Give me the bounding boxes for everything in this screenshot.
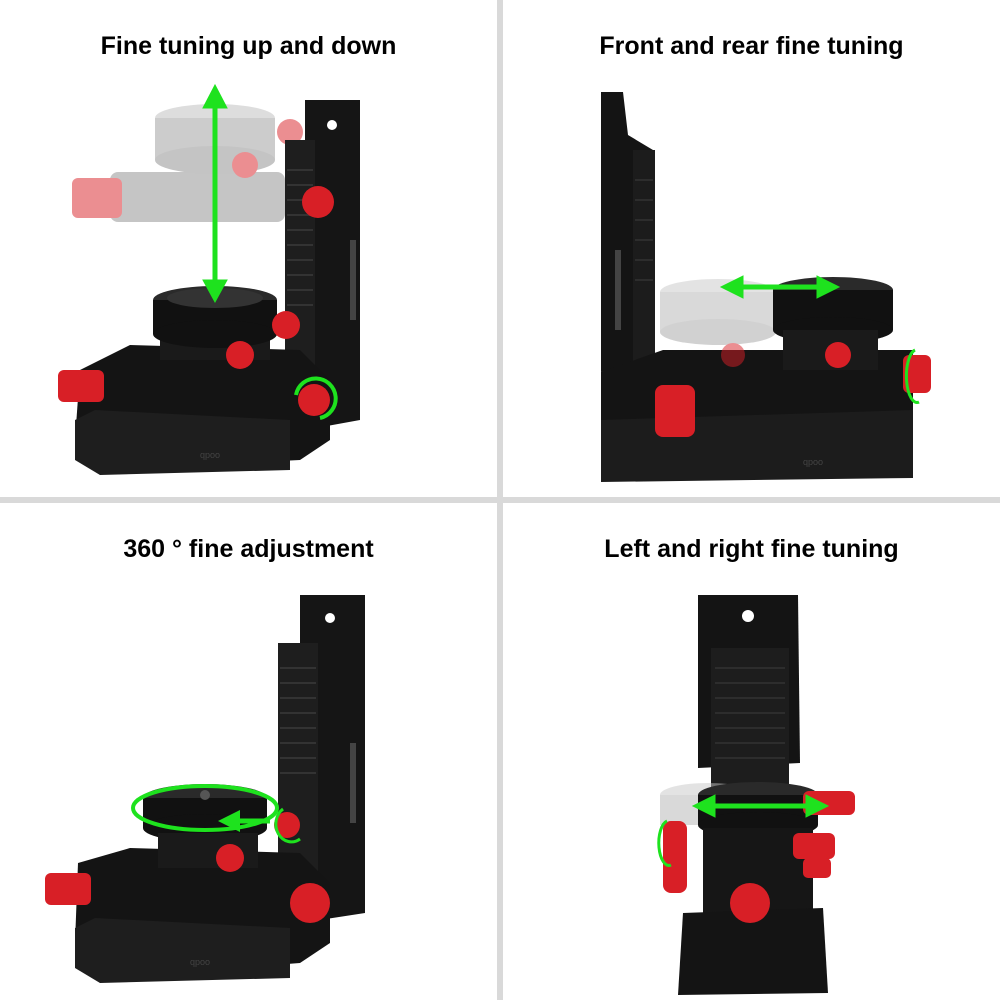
knob-lower bbox=[290, 883, 330, 923]
knob-rotation bbox=[298, 384, 330, 416]
knob-lower bbox=[655, 385, 695, 437]
knob-mid-right bbox=[793, 833, 835, 859]
rotation-arrow-icon bbox=[294, 376, 338, 420]
panel-front-rear: Front and rear fine tuning qpoo bbox=[503, 0, 1000, 497]
ghost-platform bbox=[72, 104, 303, 222]
horizontal-arrow-icon bbox=[691, 794, 830, 818]
base bbox=[678, 908, 828, 995]
panel-caption: 360 ° fine adjustment bbox=[123, 535, 374, 563]
panel-caption: Front and rear fine tuning bbox=[599, 32, 904, 60]
knob-rotation-arrow-icon bbox=[274, 807, 301, 844]
rotation-arrow-icon bbox=[904, 348, 920, 404]
knob-center bbox=[825, 342, 851, 368]
knob-upper bbox=[302, 186, 334, 218]
backplate bbox=[305, 100, 360, 430]
embossed-text: qpoo bbox=[803, 457, 823, 467]
rotation-arrow-icon bbox=[131, 784, 279, 832]
horizontal-arrow-icon bbox=[719, 275, 841, 299]
embossed-text: qpoo bbox=[190, 957, 210, 967]
rotation-arrow-icon bbox=[657, 819, 672, 867]
knob-left bbox=[663, 821, 687, 893]
knob-right bbox=[272, 311, 300, 339]
bracket-photo-front-rear: qpoo bbox=[601, 92, 931, 482]
panel-360: 360 ° fine adjustment qpoo bbox=[0, 503, 497, 1000]
embossed-text: qpoo bbox=[200, 450, 220, 460]
panel-caption: Left and right fine tuning bbox=[604, 535, 899, 563]
bracket-photo-360: qpoo bbox=[45, 595, 365, 983]
knob-bottom bbox=[730, 883, 770, 923]
knob-side bbox=[903, 355, 931, 393]
knob-right bbox=[274, 812, 300, 838]
knob-left bbox=[45, 873, 91, 905]
knob-center bbox=[216, 844, 244, 872]
vertical-arrow-icon bbox=[202, 83, 228, 304]
horizontal-divider bbox=[0, 497, 1000, 503]
knob-center bbox=[226, 341, 254, 369]
panel-caption: Fine tuning up and down bbox=[100, 32, 397, 60]
ghost-platform bbox=[660, 279, 776, 367]
panel-up-down: Fine tuning up and down qpoo bbox=[0, 0, 497, 497]
knob-left bbox=[58, 370, 104, 402]
bracket-photo-left-right bbox=[657, 595, 855, 995]
bracket-photo-up-down: qpoo bbox=[58, 83, 360, 475]
panel-left-right: Left and right fine tuning bbox=[503, 503, 1000, 1000]
